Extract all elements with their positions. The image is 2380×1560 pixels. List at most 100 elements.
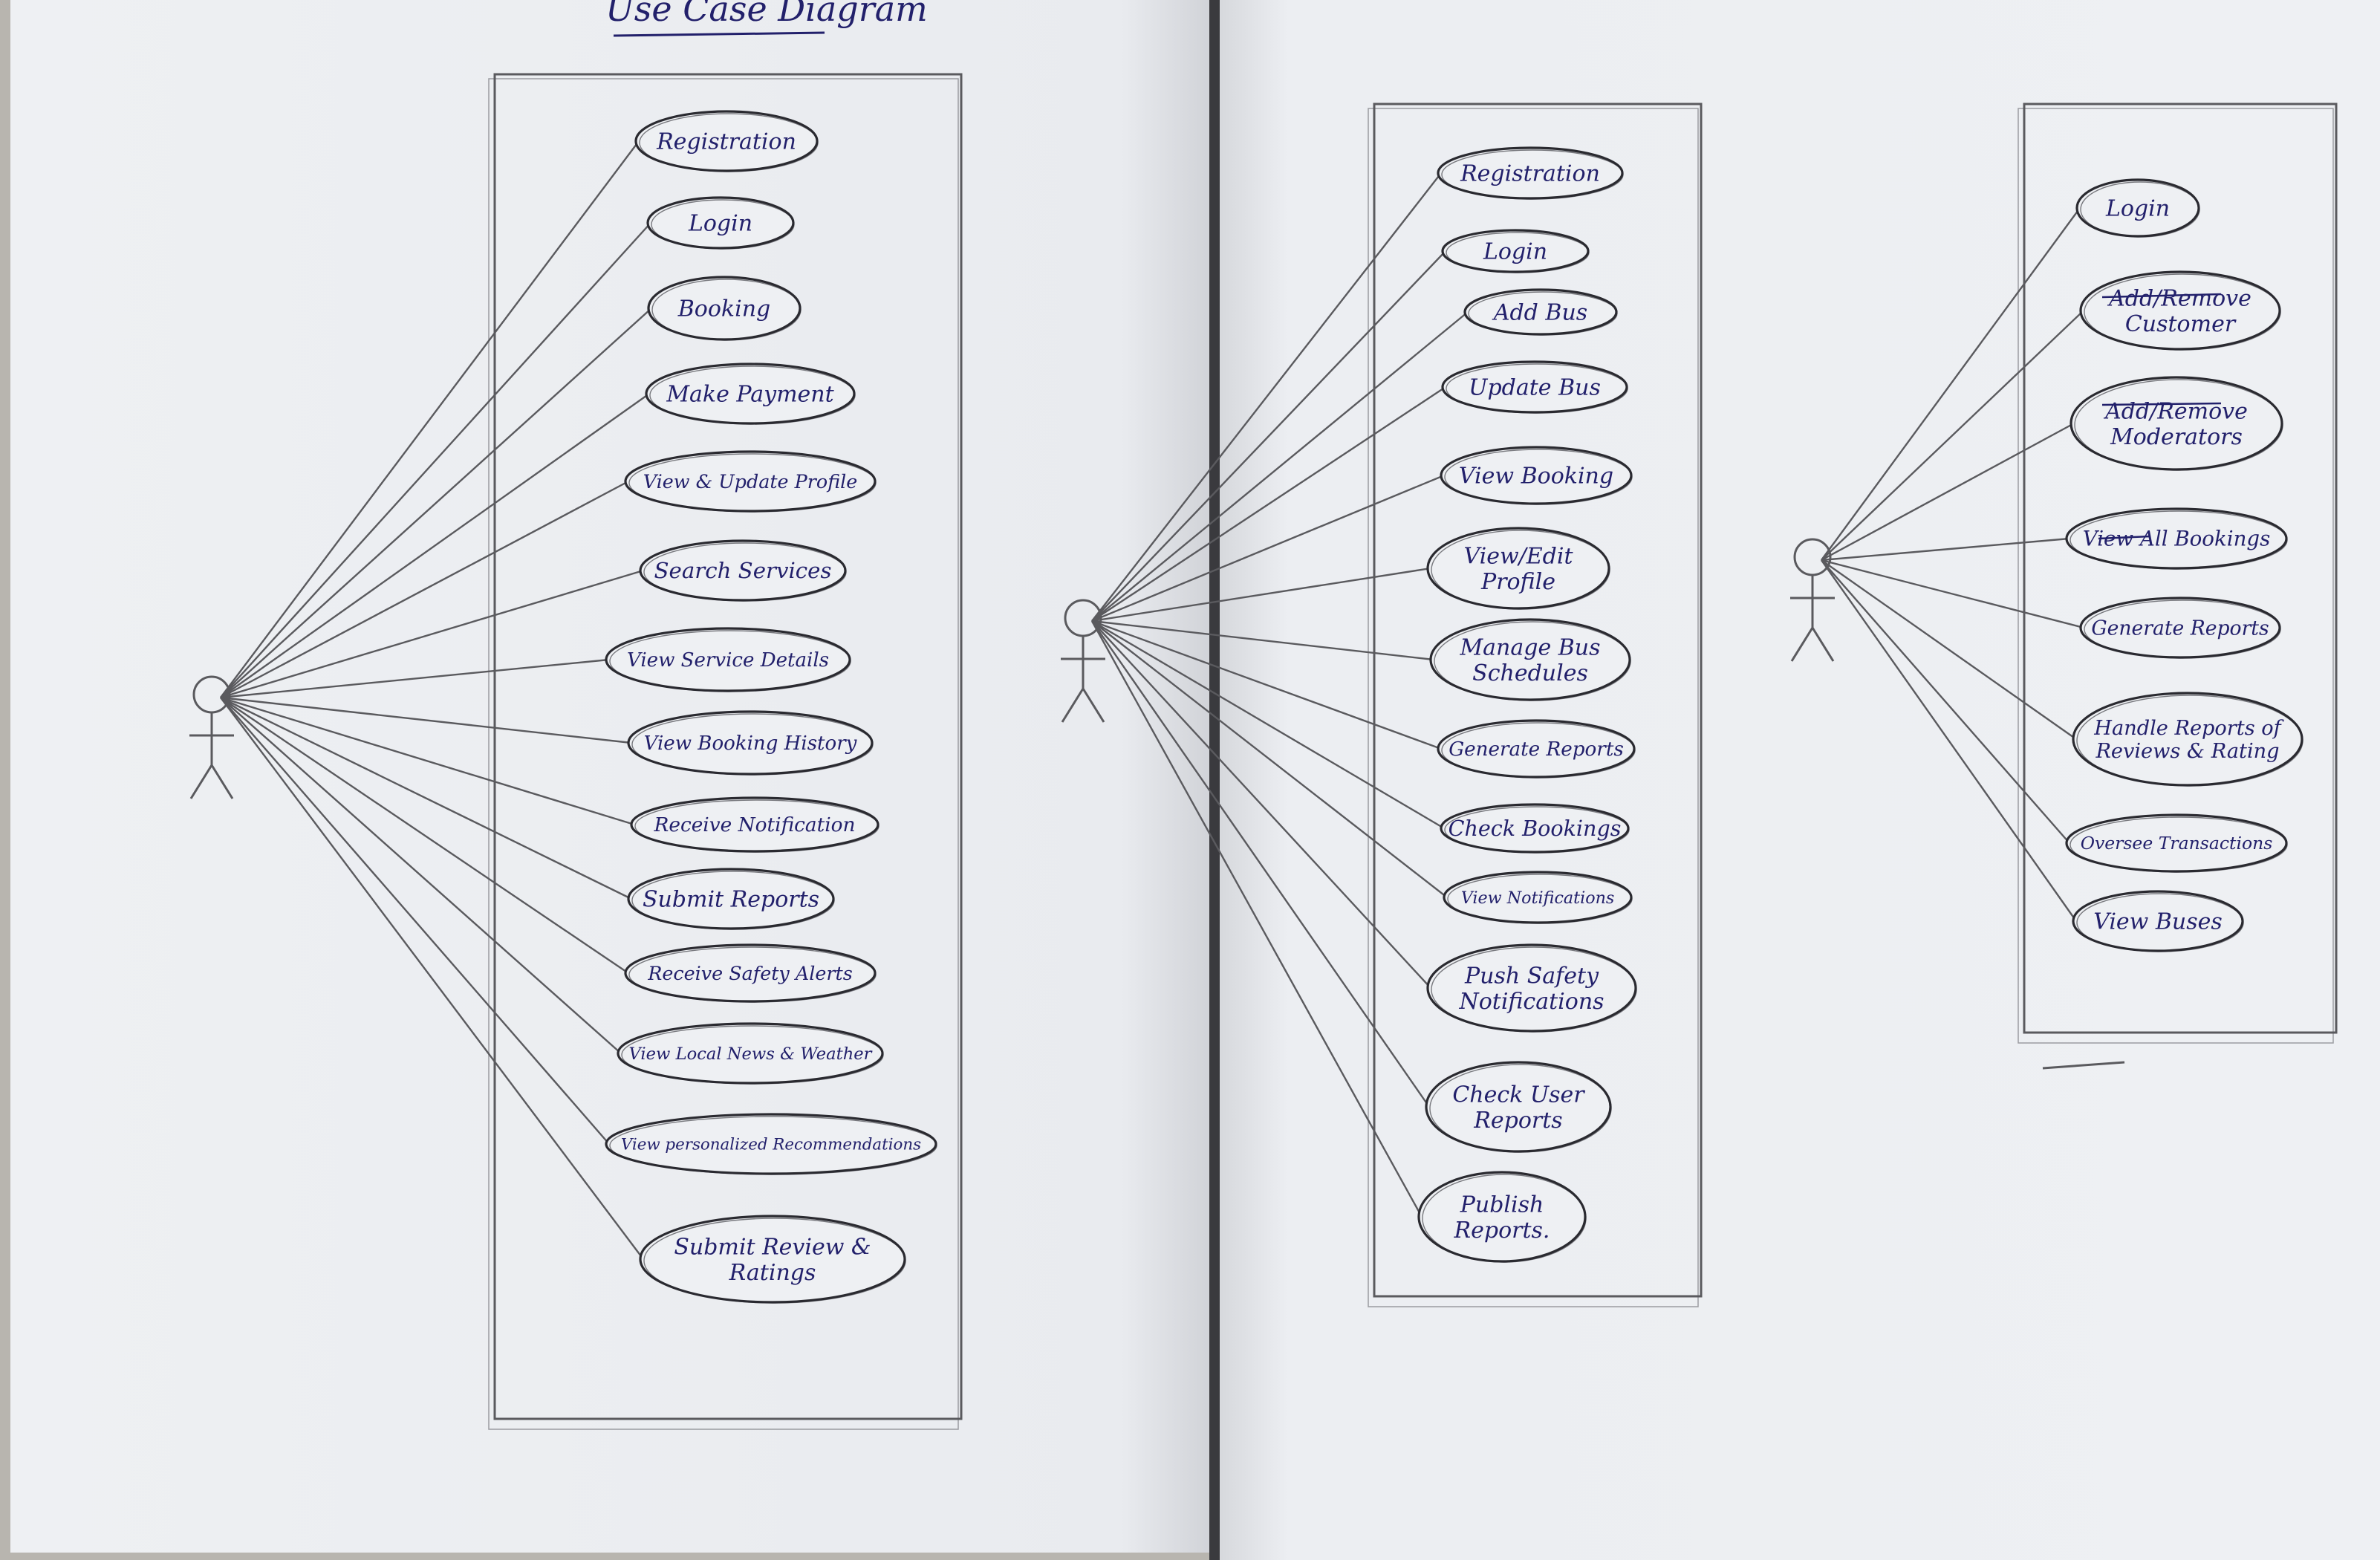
use-case-ellipse [1417, 1171, 1587, 1263]
use-case-ellipse-trace [2084, 599, 2281, 659]
customer-association-line [220, 658, 610, 699]
moderator-actor-figure [1061, 599, 1105, 723]
use-case-ellipse-trace [628, 453, 877, 513]
customer-association-line [220, 393, 650, 698]
customer-association-line [220, 697, 644, 1260]
use-case-ellipse [1426, 943, 1637, 1033]
use-case-ellipse [1441, 360, 1628, 414]
customer-use-case: Search Services [639, 539, 847, 602]
admin-use-case: Login [2075, 178, 2200, 238]
customer-use-case: View Booking History [627, 710, 874, 776]
moderator-use-case: Check Bookings [1440, 803, 1630, 854]
use-case-ellipse-trace [2076, 695, 2303, 787]
use-case-ellipse [634, 110, 819, 172]
use-case-ellipse-trace [1429, 1064, 1612, 1153]
moderator-association-line [1091, 172, 1442, 622]
use-case-ellipse [639, 1215, 906, 1304]
admin-association-line [1821, 559, 2077, 740]
customer-association-line [220, 569, 644, 699]
customer-use-case: Registration [634, 110, 819, 172]
use-case-ellipse [1441, 229, 1590, 273]
moderator-association-line [1091, 250, 1446, 622]
use-case-label: Check Bookings [1449, 816, 1622, 841]
actor-left-leg [1790, 627, 1814, 662]
use-case-label: Login [2105, 196, 2170, 222]
customer-association-line [220, 480, 629, 699]
admin-use-case: View Buses [2072, 890, 2244, 952]
moderator-use-case: Login [1441, 229, 1590, 273]
customer-use-case: Make Payment [645, 363, 856, 425]
use-case-label: Make Payment [666, 382, 834, 408]
customer-association-line [220, 696, 632, 744]
use-case-ellipse-trace [639, 113, 819, 172]
use-case-ellipse [645, 363, 856, 425]
actor-left-leg [1061, 688, 1085, 723]
use-case-ellipse [2079, 597, 2281, 659]
use-case-ellipse-trace [1447, 874, 1633, 924]
moderator-association-line [1091, 620, 1431, 989]
customer-association-line [220, 696, 632, 900]
use-case-ellipse-trace [2074, 379, 2283, 471]
use-case-ellipse-trace [1446, 232, 1590, 273]
use-case-ellipse [624, 450, 877, 513]
use-case-ellipse-trace [1434, 621, 1631, 701]
use-case-ellipse-trace [1431, 946, 1637, 1033]
use-case-label: Registration [1460, 161, 1600, 187]
moderator-use-case: View Booking [1440, 446, 1633, 505]
use-case-ellipse-trace [631, 713, 874, 776]
use-case-ellipse [1440, 446, 1633, 505]
use-case-ellipse-trace [2070, 816, 2288, 873]
use-case-ellipse [627, 710, 874, 776]
use-case-label: Search Services [654, 558, 832, 583]
customer-use-case: Submit Reports [627, 868, 835, 930]
moderator-system-boundary [1373, 103, 1703, 1298]
use-case-label: View Buses [2093, 909, 2223, 935]
customer-use-case: Receive Safety Alerts [624, 943, 877, 1003]
use-case-label: Receive Notification [654, 814, 856, 836]
admin-association-line [1821, 310, 2084, 561]
moderator-association-lines [1090, 172, 1469, 1218]
actor-right-leg [1811, 627, 1835, 662]
actor-right-leg [210, 764, 234, 799]
customer-association-line [220, 140, 640, 698]
use-case-ellipse-trace [1441, 722, 1636, 779]
admin-use-case: Oversee Transactions [2065, 813, 2288, 873]
use-case-ellipse [1440, 803, 1630, 854]
admin-association-lines [1821, 207, 2084, 922]
title-underline [613, 31, 825, 37]
customer-actor-figure [189, 675, 234, 799]
customer-association-line [220, 697, 610, 1145]
moderator-association-line [1091, 620, 1448, 898]
moderator-use-case: View Notifications [1443, 871, 1633, 924]
customer-association-line [220, 308, 652, 698]
customer-association-line [220, 696, 635, 826]
use-case-label: Receive Safety Alerts [647, 962, 853, 984]
page-title: Use Case Diagram [605, 0, 928, 29]
use-case-ellipse-trace [643, 1218, 906, 1304]
use-case-ellipse [647, 276, 802, 341]
left-page [10, 0, 1218, 1553]
admin-association-line [1821, 422, 2075, 562]
use-case-ellipse [2072, 890, 2244, 952]
use-case-ellipse-trace [651, 199, 795, 250]
use-case-ellipse [605, 627, 851, 692]
moderator-use-case: Registration [1437, 146, 1624, 200]
strike-through [2098, 535, 2151, 540]
use-case-ellipse-trace [631, 871, 835, 930]
use-case-ellipse [1426, 527, 1610, 610]
use-case-ellipse-trace [2070, 510, 2288, 570]
use-case-label: Update Bus [1469, 375, 1601, 401]
customer-association-line [220, 222, 651, 698]
use-case-label: Submit Review &Ratings [674, 1234, 871, 1286]
use-case-ellipse [2065, 813, 2288, 873]
